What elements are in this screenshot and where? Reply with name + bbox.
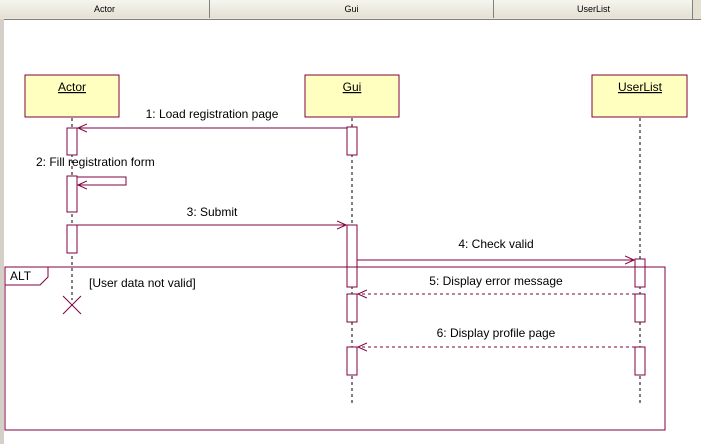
column-header-bar: Actor Gui UserList: [0, 0, 701, 20]
message-1-label: 1: Load registration page: [146, 107, 279, 121]
alt-operator-tab: [4, 267, 49, 286]
activation-gui-2[interactable]: [346, 224, 358, 288]
activation-actor-3[interactable]: [66, 224, 78, 254]
column-header-actor[interactable]: Actor: [0, 0, 210, 18]
message-5-label: 5: Display error message: [429, 274, 563, 288]
lifeline-userlist-label: UserList: [618, 80, 663, 94]
lifeline-gui-label: Gui: [343, 80, 362, 94]
message-5[interactable]: 5: Display error message: [358, 274, 635, 294]
message-2-label: 2: Fill registration form: [36, 155, 155, 169]
canvas-left-edge: [0, 19, 4, 444]
actor-destroy-x-icon: [62, 295, 82, 315]
alt-operator-label: ALT: [10, 269, 32, 283]
activation-userlist-2[interactable]: [634, 293, 646, 323]
lifeline-gui[interactable]: Gui: [304, 74, 400, 118]
message-6-label: 6: Display profile page: [437, 326, 556, 340]
message-4-label: 4: Check valid: [458, 237, 533, 251]
alt-guard-label: [User data not valid]: [89, 276, 196, 290]
lifeline-actor[interactable]: Actor: [24, 74, 120, 118]
activation-userlist-1[interactable]: [634, 258, 646, 288]
activation-userlist-3[interactable]: [634, 346, 646, 376]
message-3[interactable]: 3: Submit: [77, 205, 346, 225]
alt-fragment[interactable]: ALT [User data not valid]: [4, 266, 666, 431]
header-scroll-edge: [692, 0, 701, 19]
message-4[interactable]: 4: Check valid: [357, 237, 634, 260]
message-3-label: 3: Submit: [187, 205, 238, 219]
message-6[interactable]: 6: Display profile page: [358, 326, 635, 347]
activation-gui-4[interactable]: [346, 346, 358, 376]
message-1[interactable]: 1: Load registration page: [78, 107, 347, 128]
lifeline-userlist[interactable]: UserList: [591, 74, 688, 118]
activation-gui-1[interactable]: [346, 126, 358, 156]
activation-actor-2[interactable]: [66, 175, 78, 213]
message-2[interactable]: 2: Fill registration form: [36, 155, 155, 185]
activation-actor-1[interactable]: [66, 127, 78, 156]
column-header-gui[interactable]: Gui: [210, 0, 494, 18]
lifeline-actor-label: Actor: [58, 80, 86, 94]
activation-gui-3[interactable]: [346, 293, 358, 323]
